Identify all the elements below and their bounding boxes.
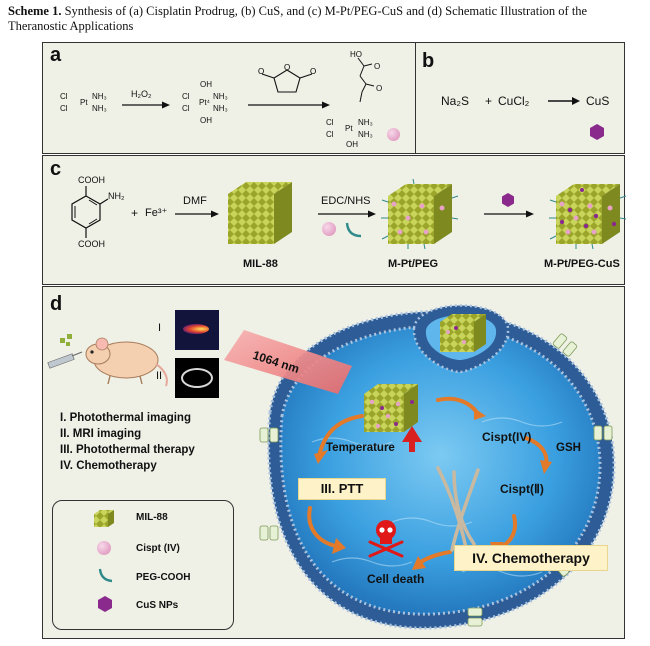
m-pt-peg-crystal-icon (381, 178, 459, 250)
m-pt-peg-cus-crystal-icon (549, 184, 627, 250)
arrow-c2 (318, 210, 376, 218)
chem-pt: Pt (345, 124, 353, 133)
chem-nh3: NH₃ (92, 104, 107, 113)
svg-text:O: O (310, 67, 316, 76)
chemotherapy-tag: IV. Chemotherapy (454, 545, 608, 571)
reagent-edc-nhs: EDC/NHS (321, 195, 371, 207)
legend-label-peg: PEG-COOH (136, 572, 191, 583)
cispt-iv-sphere-icon (387, 128, 400, 141)
gsh-label: GSH (556, 442, 581, 454)
chem-pt: Pt (80, 98, 88, 107)
caption-text: Synthesis of (a) Cisplatin Prodrug, (b) … (8, 4, 588, 33)
panel-d-label: d (50, 293, 63, 315)
chem-cooh-bottom: COOH (78, 239, 105, 249)
chem-cl: Cl (60, 92, 68, 101)
chem-nh3: NH₃ (358, 130, 373, 139)
chem-nh2: NH₂ (108, 191, 125, 201)
list-item: I. Photothermal imaging (60, 412, 191, 424)
chem-cl: Cl (326, 118, 334, 127)
chem-cl: Cl (326, 130, 334, 139)
temperature-label: Temperature (326, 442, 395, 454)
chem-cl: Cl (182, 92, 190, 101)
arrow-a2 (248, 101, 330, 109)
label-m-pt-peg: M-Pt/PEG (388, 258, 439, 270)
chem-oh: OH (200, 80, 212, 89)
chem-cl: Cl (182, 104, 190, 113)
legend-label-cus: CuS NPs (136, 600, 179, 611)
peg-chain-icon (345, 222, 362, 238)
chem-oh: OH (200, 116, 212, 125)
peg-legend-icon (98, 568, 113, 583)
cell-illustration (259, 304, 616, 630)
iron-ion: Fe³⁺ (145, 207, 168, 219)
cell-death-label: Cell death (367, 572, 425, 586)
amino-terephthalic-acid-structure (71, 186, 109, 238)
cus-hexagon-icon (502, 193, 514, 207)
product-cus: CuS (586, 94, 610, 108)
laser-beam-icon (224, 330, 352, 394)
prodrug-skeleton (357, 57, 375, 103)
legend-label-cispt: Cispt (IV) (136, 543, 180, 554)
list-item: II. MRI imaging (60, 428, 142, 440)
chem-o: O (376, 84, 383, 93)
chem-cooh-top: COOH (78, 175, 105, 185)
reactant-cucl2: CuCl₂ (498, 94, 530, 108)
mri-image (175, 358, 219, 398)
caption-label: Scheme 1. (8, 4, 62, 18)
chem-cl: Cl (60, 104, 68, 113)
list-item: IV. Chemotherapy (60, 460, 157, 472)
list-item: III. Photothermal therapy (60, 444, 195, 456)
svg-text:O: O (284, 64, 290, 72)
arrow-c3 (484, 210, 534, 218)
svg-text:O: O (258, 67, 264, 76)
cispt-iv-label: Cispt(IV) (482, 430, 532, 444)
photothermal-image (175, 310, 219, 350)
chem-o: O (374, 62, 381, 71)
chem-ho: HO (350, 50, 362, 59)
scheme-caption: Scheme 1. Synthesis of (a) Cisplatin Pro… (8, 4, 642, 34)
label-mil88: MIL-88 (243, 258, 278, 270)
arrow-c1 (175, 210, 219, 218)
arrow-a1 (122, 101, 170, 109)
mil88-legend-icon (94, 510, 114, 527)
mouse-illustration (47, 334, 168, 387)
plus-sign-c: + (131, 206, 139, 220)
panel-a-label: a (50, 44, 62, 66)
applications-list: I. Photothermal imaging II. MRI imaging … (60, 410, 195, 474)
cus-hexagon-icon (590, 124, 604, 140)
arrow-b (548, 97, 580, 105)
ptt-tag: III. PTT (298, 478, 386, 500)
panel-a (42, 42, 417, 154)
imaging-label-i: I (158, 322, 162, 334)
panel-b-label: b (422, 50, 435, 72)
chem-oh: OH (346, 140, 358, 149)
reagent-h2o2: H₂O₂ (131, 89, 152, 99)
cispt-ii-label: Cispt(Ⅱ) (500, 482, 544, 496)
mil88-crystal-icon (228, 182, 292, 244)
chem-nh3: NH₃ (358, 118, 373, 127)
plus-sign: + (485, 94, 493, 108)
reactant-na2s: Na₂S (441, 94, 470, 108)
chem-nh3: NH₃ (92, 92, 107, 101)
label-m-pt-peg-cus: M-Pt/PEG-CuS (544, 258, 620, 270)
imaging-label-ii: II (156, 370, 163, 382)
succinic-anhydride-icon: O O O (258, 64, 316, 93)
panel-c (42, 155, 625, 285)
cus-legend-icon (98, 596, 112, 612)
legend-box (52, 500, 234, 630)
cispt-iv-sphere-icon (322, 222, 336, 236)
chem-nh3: NH₃ (213, 92, 228, 101)
reagent-dmf: DMF (183, 195, 207, 207)
chem-nh3: NH₃ (213, 104, 228, 113)
legend-label-mil88: MIL-88 (136, 512, 168, 523)
cispt-legend-icon (97, 541, 111, 555)
panel-c-label: c (50, 158, 62, 180)
chem-pt: Pt⁴ (199, 98, 210, 107)
